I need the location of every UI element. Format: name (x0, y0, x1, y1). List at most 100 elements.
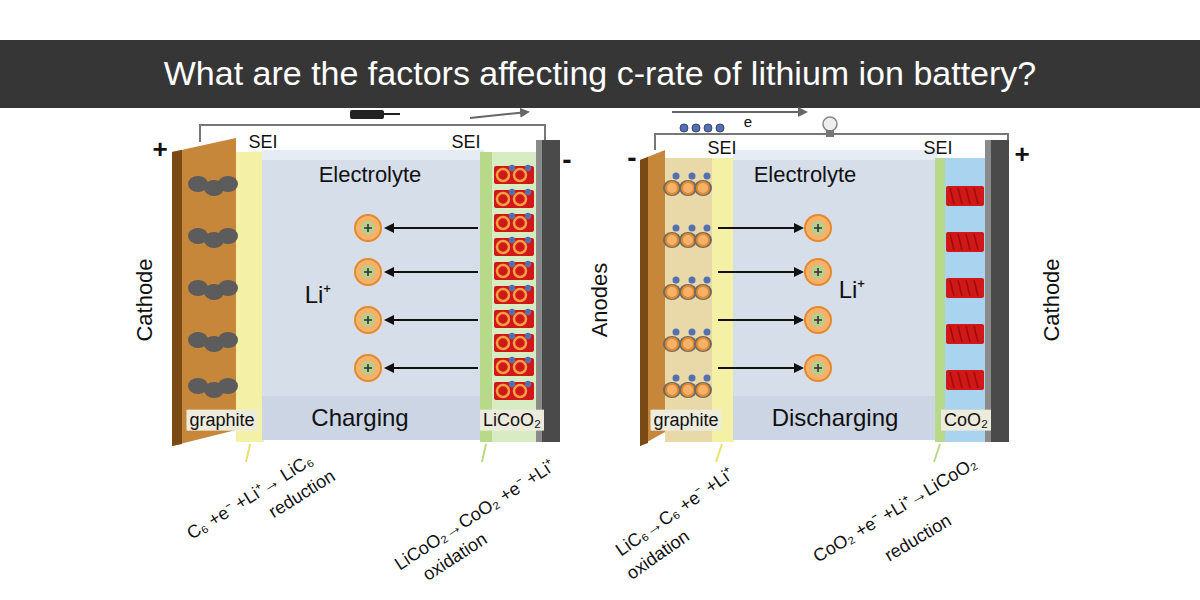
charger-plug (350, 110, 384, 119)
electron-dot (704, 173, 711, 180)
electrolyte-box: ElectrolyteLi⁺Charging (262, 150, 484, 440)
block-stripe (966, 234, 970, 250)
electron-dot (509, 285, 515, 291)
electrolyte-top (733, 150, 937, 160)
electron-dot (673, 375, 680, 382)
electrode-label: Anodes (587, 263, 612, 338)
sei-layer (236, 152, 264, 442)
coo2-block (946, 186, 984, 206)
terminal-sign: - (562, 144, 571, 176)
sei-layer (480, 152, 492, 442)
electrolyte-base (733, 396, 937, 440)
ion-core (361, 313, 375, 327)
collector-edge (536, 140, 542, 442)
graphite-particle (663, 336, 681, 352)
electron-dot (525, 285, 531, 291)
lithium-ion (497, 337, 509, 349)
lithium-ion (514, 289, 526, 301)
electrolyte-fill (262, 150, 484, 440)
bulb-base (826, 130, 834, 137)
title: What are the factors affecting c-rate of… (164, 54, 1036, 93)
terminal-sign: - (627, 142, 636, 174)
lithium-ion (355, 355, 381, 381)
plus-sign (814, 364, 822, 372)
graphite-particle (663, 232, 681, 248)
block-stripe (950, 326, 954, 342)
block-stripe (974, 326, 978, 342)
electron-dot (525, 357, 531, 363)
plus-sign (814, 268, 822, 276)
material-label: graphite (650, 410, 721, 431)
lithium-ion (514, 169, 526, 181)
graphite-particle (694, 382, 712, 398)
electron-dot (673, 173, 680, 180)
block-stripe (966, 372, 970, 388)
electron-dot (673, 329, 680, 336)
electron-flow-arrow (672, 111, 806, 113)
lithium-ion (355, 307, 381, 333)
electron-dot (509, 333, 515, 339)
ion-arrow (386, 271, 478, 273)
electron-flow-arrow (470, 112, 528, 118)
graphite-particle (218, 228, 238, 244)
region-label: Electrolyte (754, 162, 857, 187)
coo2-electrode (945, 158, 987, 442)
ion-core (361, 265, 375, 279)
graphite-particle (218, 280, 238, 296)
reaction-equation: LiCoO₂→CoO₂ +e⁻ +Li⁺ (391, 455, 559, 574)
lithium-ion (514, 193, 526, 205)
leader-line (716, 444, 722, 462)
electron-dot (692, 124, 700, 132)
graphite-electrode-plate (640, 150, 665, 446)
lithium-ion (805, 259, 831, 285)
lithium-ion (666, 182, 678, 194)
plus-sign (364, 316, 372, 324)
lithium-ion (514, 265, 526, 277)
lithium-ion (666, 384, 678, 396)
terminal-sign: + (152, 135, 167, 165)
lithium-ion (514, 337, 526, 349)
ion-core (361, 221, 375, 235)
lithium-ion (805, 215, 831, 241)
plus-sign (814, 316, 822, 324)
graphite-particle (663, 180, 681, 196)
layer-label: SEI (707, 138, 736, 159)
lithium-ion (497, 385, 509, 397)
lithium-ion (682, 384, 694, 396)
block-stripe (966, 188, 970, 204)
graphite-layer (665, 158, 713, 442)
collector-edge (985, 140, 991, 442)
lithium-ion (697, 234, 709, 246)
plus-sign (814, 224, 822, 232)
ion-arrow (386, 319, 478, 321)
electron-dot (525, 189, 531, 195)
graphite-particle (694, 336, 712, 352)
material-label: CoO₂ (941, 410, 991, 431)
lithium-ion (514, 241, 526, 253)
electron-label: e (744, 113, 752, 130)
coo2-block (946, 278, 984, 298)
electron-dot (509, 165, 515, 171)
graphite-particle (694, 284, 712, 300)
lithium-ion (497, 241, 509, 253)
block-stripe (950, 372, 954, 388)
electrode-label: Cathode (1039, 258, 1064, 341)
plate-edge (172, 150, 182, 446)
graphite-particle (218, 176, 238, 192)
ion-core (811, 221, 825, 235)
lithium-ion (497, 265, 509, 277)
coo2-block (946, 232, 984, 252)
leader-line (482, 444, 486, 462)
block-stripe (974, 234, 978, 250)
electron-dot (689, 173, 696, 180)
electron-dot (509, 261, 515, 267)
lithium-ion (514, 217, 526, 229)
title-banner (0, 40, 1200, 108)
electron-dot (673, 277, 680, 284)
electron-dot (525, 213, 531, 219)
lithium-ion (497, 217, 509, 229)
lithium-ion (682, 338, 694, 350)
ion-label: Li⁺ (839, 276, 866, 304)
lithium-ion (497, 313, 509, 325)
